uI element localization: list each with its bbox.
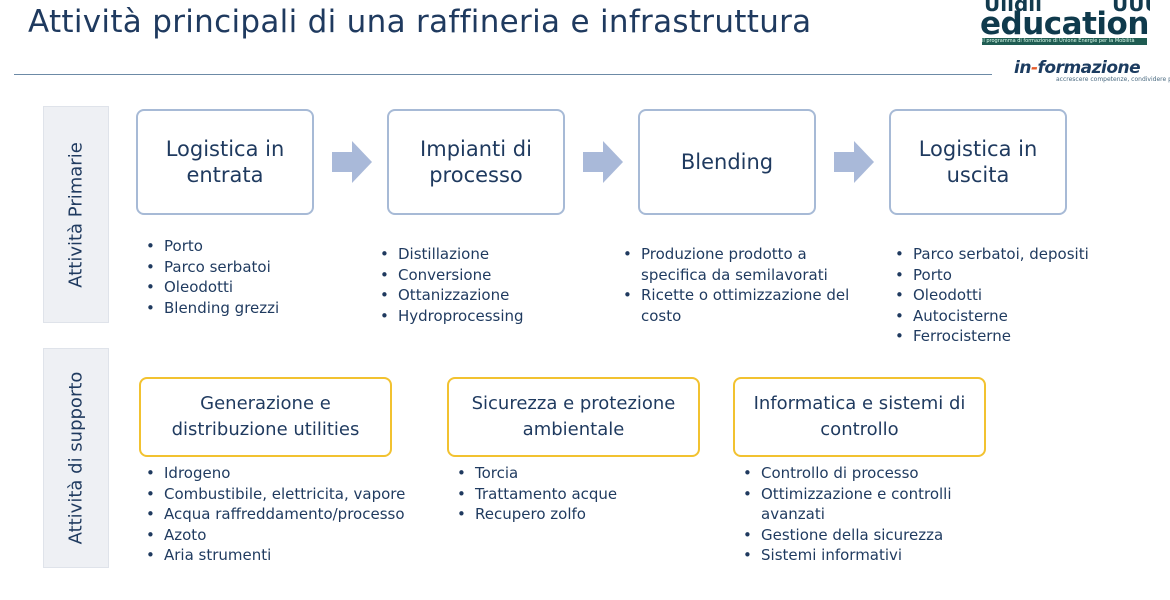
list-item: Trattamento acque xyxy=(455,484,675,505)
list-item: Oleodotti xyxy=(893,285,1113,306)
list-item: Ottanizzazione xyxy=(378,285,598,306)
list-item: Porto xyxy=(144,236,344,257)
title-divider xyxy=(14,74,992,75)
informazione-wordmark: in-formazione xyxy=(1014,58,1164,78)
list-item: Oleodotti xyxy=(144,277,344,298)
logo-education-word: education xyxy=(980,6,1149,42)
list-item: Idrogeno xyxy=(144,463,434,484)
list-item: Acqua raffreddamento/processo xyxy=(144,504,434,525)
informazione-dash: - xyxy=(1030,58,1038,78)
flow-arrow-icon xyxy=(834,141,874,183)
stage-box-blending: Blending xyxy=(638,109,816,215)
list-item: Produzione prodotto a specifica da semil… xyxy=(621,244,861,285)
support-side-panel: Attività di supporto xyxy=(43,348,109,568)
primary-side-label: Attività Primarie xyxy=(65,141,87,288)
stage-list-logistica-entrata: Porto Parco serbatoi Oleodotti Blending … xyxy=(144,236,344,318)
list-item: Gestione della sicurezza xyxy=(741,525,991,546)
list-item: Parco serbatoi, depositi xyxy=(893,244,1113,265)
support-box-informatica: Informatica e sistemi di controllo xyxy=(733,377,986,457)
list-item: Aria strumenti xyxy=(144,545,434,566)
page-title: Attività principali di una raffineria e … xyxy=(28,4,812,40)
flow-arrow-icon xyxy=(332,141,372,183)
support-list-informatica: Controllo di processo Ottimizzazione e c… xyxy=(741,463,991,566)
support-list-sicurezza: Torcia Trattamento acque Recupero zolfo xyxy=(455,463,675,525)
list-item: Parco serbatoi xyxy=(144,257,344,278)
support-box-utilities: Generazione e distribuzione utilities xyxy=(139,377,392,457)
list-item: Autocisterne xyxy=(893,306,1113,327)
education-logo: Ulidii UUU education il programma di for… xyxy=(980,0,1150,48)
informazione-logo: in-formazione accrescere competenze, con… xyxy=(1014,58,1170,88)
informazione-prefix: in xyxy=(1014,58,1031,78)
list-item: Blending grezzi xyxy=(144,298,344,319)
list-item: Combustibile, elettricita, vapore xyxy=(144,484,434,505)
support-list-utilities: Idrogeno Combustibile, elettricita, vapo… xyxy=(144,463,434,566)
list-item: Distillazione xyxy=(378,244,598,265)
list-item: Ricette o ottimizzazione del costo xyxy=(621,285,861,326)
stage-box-impianti-processo: Impianti di processo xyxy=(387,109,565,215)
stage-list-impianti-processo: Distillazione Conversione Ottanizzazione… xyxy=(378,244,598,326)
stage-box-logistica-entrata: Logistica in entrata xyxy=(136,109,314,215)
logo-education-tagline: il programma di formazione di Unione Ene… xyxy=(982,38,1147,45)
support-side-label: Attività di supporto xyxy=(65,371,87,545)
list-item: Ferrocisterne xyxy=(893,326,1113,347)
list-item: Recupero zolfo xyxy=(455,504,675,525)
informazione-word: formazione xyxy=(1037,58,1141,78)
list-item: Controllo di processo xyxy=(741,463,991,484)
support-box-sicurezza: Sicurezza e protezione ambientale xyxy=(447,377,700,457)
list-item: Porto xyxy=(893,265,1113,286)
informazione-tagline: accrescere competenze, condividere prosp… xyxy=(1056,76,1170,83)
list-item: Azoto xyxy=(144,525,434,546)
logo-fragment-right: UUU xyxy=(1112,0,1150,16)
stage-list-logistica-uscita: Parco serbatoi, depositi Porto Oleodotti… xyxy=(893,244,1113,347)
stage-list-blending: Produzione prodotto a specifica da semil… xyxy=(621,244,861,326)
primary-side-panel: Attività Primarie xyxy=(43,106,109,323)
list-item: Torcia xyxy=(455,463,675,484)
logo-fragment-left: Ulidii xyxy=(984,0,1042,16)
list-item: Ottimizzazione e controlli avanzati xyxy=(741,484,991,525)
stage-box-logistica-uscita: Logistica in uscita xyxy=(889,109,1067,215)
flow-arrow-icon xyxy=(583,141,623,183)
list-item: Sistemi informativi xyxy=(741,545,991,566)
list-item: Conversione xyxy=(378,265,598,286)
list-item: Hydroprocessing xyxy=(378,306,598,327)
